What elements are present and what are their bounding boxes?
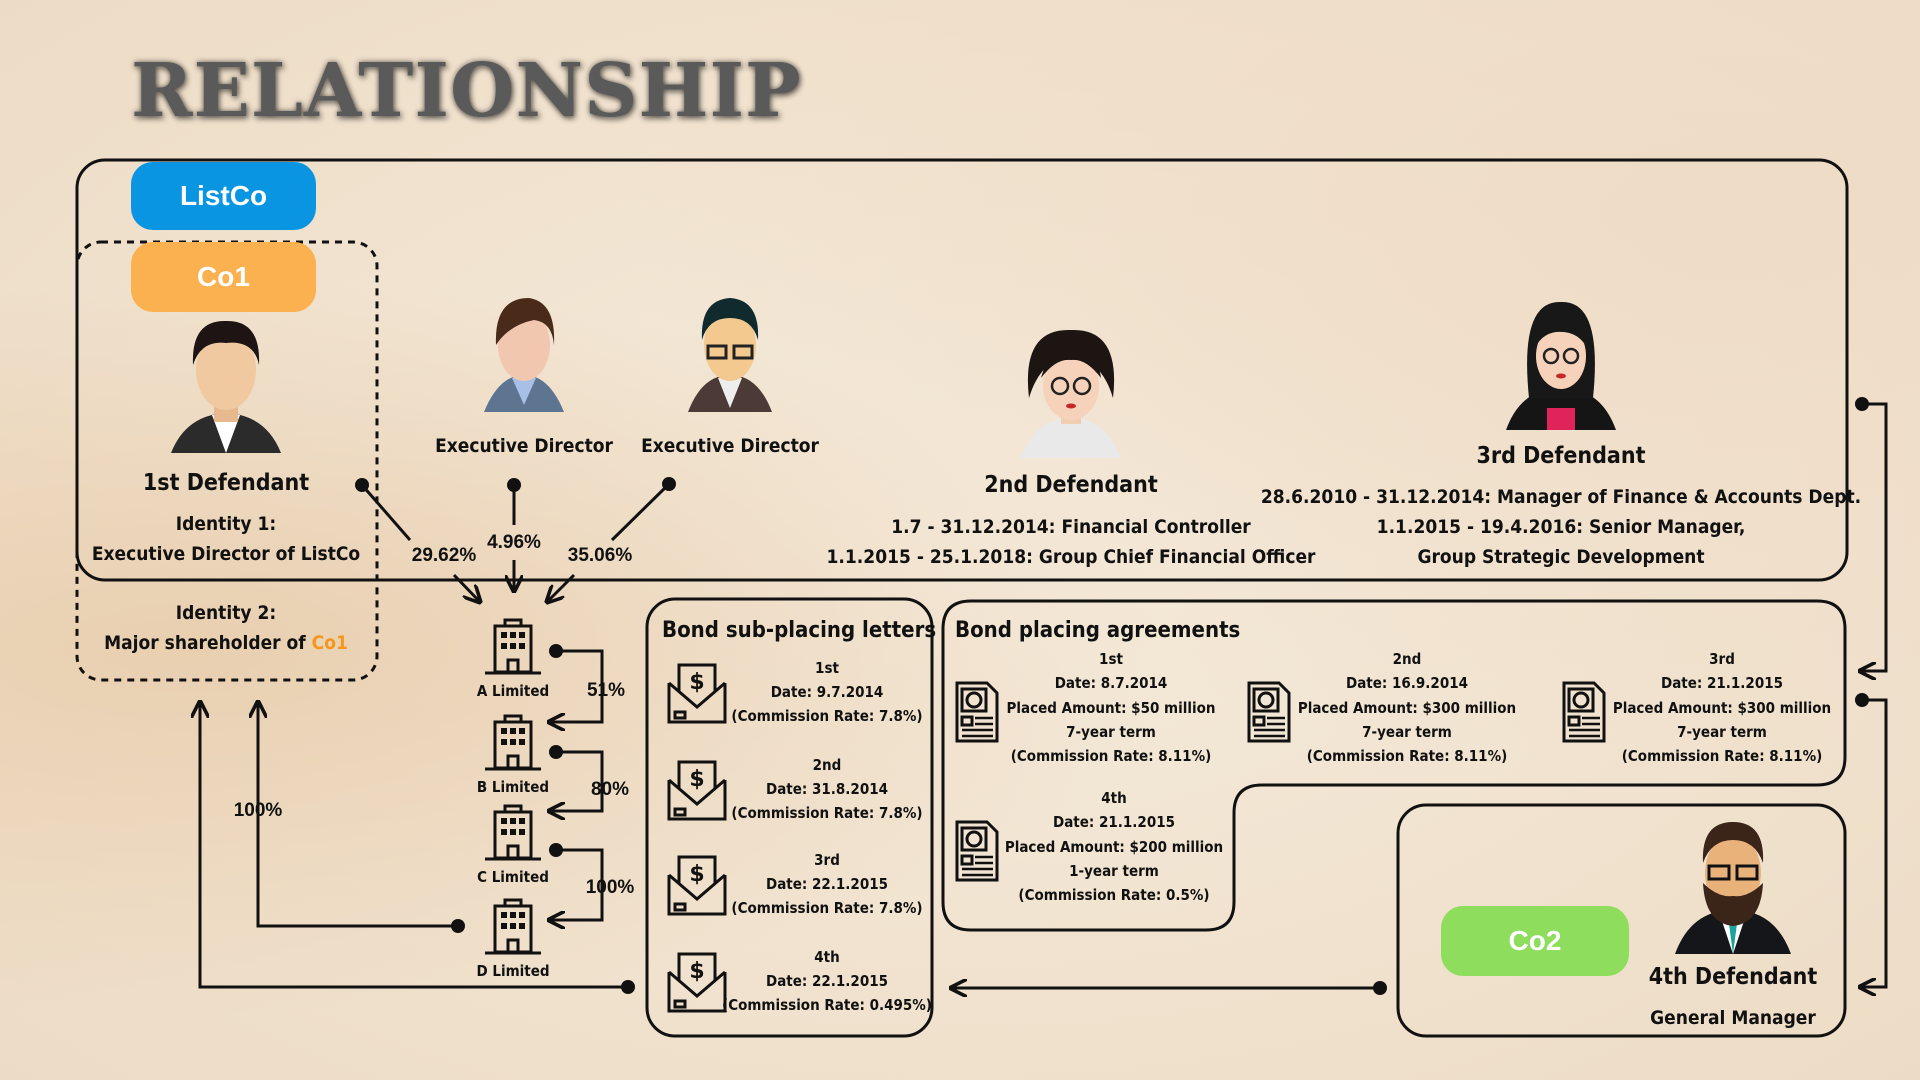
money-envelope-icon: $ [667, 663, 727, 724]
shareholding-d-co1: 100% [233, 800, 283, 821]
placing-rate: (Commission Rate: 8.11%) [1621, 747, 1823, 766]
placing-term: 7-year term [1677, 722, 1767, 741]
sub-placing-date: Date: 22.1.2015 [766, 972, 888, 990]
sub-placing-box [645, 597, 934, 1038]
shareholding-b-c: 80% [590, 779, 630, 800]
placing-date: Date: 16.9.2014 [1346, 674, 1468, 693]
2nd-defendant-role: 1.7 - 31.12.2014: Financial Controller [891, 516, 1251, 538]
co2-badge: Co2 [1441, 906, 1629, 976]
document-icon [1562, 681, 1606, 743]
3rd-defendant-role: 28.6.2010 - 31.12.2014: Manager of Finan… [1260, 486, 1862, 508]
company-name: A Limited [476, 682, 550, 700]
money-envelope-icon: $ [667, 952, 727, 1013]
sub-placing-title: Bond sub-placing letters [662, 618, 937, 643]
building-icon [485, 618, 541, 675]
svg-text:$: $ [689, 959, 704, 984]
money-envelope-icon: $ [667, 855, 727, 916]
co1-dashed-box [75, 240, 379, 682]
sub-placing-ordinal: 1st [815, 659, 839, 677]
placing-ord: 2nd [1392, 650, 1422, 668]
3rd-defendant-role: 1.1.2015 - 19.4.2016: Senior Manager, [1376, 516, 1746, 538]
placing-term: 7-year term [1362, 722, 1452, 741]
placing-title: Bond placing agreements [955, 618, 1241, 643]
shareholding-a-b: 51% [586, 680, 626, 701]
sub-placing-date: Date: 9.7.2014 [770, 683, 884, 701]
placing-rate: (Commission Rate: 8.11%) [1306, 747, 1508, 766]
identity-2-label: Identity 2: [175, 602, 277, 624]
placing-amount: Placed Amount: $300 million [1612, 698, 1832, 717]
placing-amount: Placed Amount: $200 million [1004, 837, 1224, 856]
identity-2-prefix: Major shareholder of [104, 632, 312, 654]
sub-placing-ordinal: 3rd [814, 851, 840, 869]
executive-director-1-name: Executive Director [435, 435, 613, 457]
4th-defendant-name: 4th Defendant [1648, 964, 1818, 990]
company-name: D Limited [476, 962, 550, 980]
placing-rate: (Commission Rate: 0.5%) [1018, 886, 1210, 905]
shareholding-c-d: 100% [585, 877, 635, 898]
co2-box [1396, 803, 1847, 1038]
page-title: RELATIONSHIP [131, 48, 802, 134]
building-icon [485, 898, 541, 955]
sub-placing-ordinal: 4th [814, 948, 840, 966]
building-icon [485, 714, 541, 771]
identity-2-text: Major shareholder of Co1 [104, 632, 348, 654]
identity-2-company: Co1 [311, 632, 348, 654]
placing-amount: Placed Amount: $300 million [1297, 698, 1517, 717]
listco-badge: ListCo [131, 162, 316, 230]
sub-placing-rate: (Commission Rate: 7.8%) [731, 804, 923, 822]
placing-amount: Placed Amount: $50 million [1006, 698, 1216, 717]
placing-ord: 1st [1099, 650, 1123, 668]
money-envelope-icon: $ [667, 760, 727, 821]
3rd-defendant-role: Group Strategic Development [1417, 546, 1705, 568]
document-icon [1247, 681, 1291, 743]
co1-badge: Co1 [131, 242, 316, 312]
sub-placing-date: Date: 22.1.2015 [766, 875, 888, 893]
svg-text:$: $ [689, 862, 704, 887]
2nd-defendant-name: 2nd Defendant [984, 472, 1158, 498]
sub-placing-rate: (Commission Rate: 0.495%) [722, 996, 932, 1014]
placing-term: 1-year term [1069, 861, 1159, 880]
placing-date: Date: 21.1.2015 [1053, 813, 1175, 832]
3rd-defendant-name: 3rd Defendant [1476, 443, 1646, 469]
document-icon [955, 820, 999, 882]
company-name: B Limited [476, 778, 550, 796]
4th-defendant-role: General Manager [1650, 1007, 1816, 1029]
executive-director-2-name: Executive Director [641, 435, 819, 457]
shareholding-ed1: 4.96% [487, 532, 541, 553]
placing-date: Date: 8.7.2014 [1054, 674, 1168, 693]
placing-ord: 3rd [1709, 650, 1735, 668]
identity-1-text: Executive Director of ListCo [91, 543, 361, 565]
sub-placing-ordinal: 2nd [812, 756, 842, 774]
sub-placing-date: Date: 31.8.2014 [766, 780, 888, 798]
placing-rate: (Commission Rate: 8.11%) [1010, 747, 1212, 766]
placing-box [941, 599, 1847, 932]
shareholding-ed2: 35.06% [567, 545, 633, 566]
placing-ord: 4th [1101, 789, 1127, 807]
sub-placing-rate: (Commission Rate: 7.8%) [731, 707, 923, 725]
2nd-defendant-role: 1.1.2015 - 25.1.2018: Group Chief Financ… [826, 546, 1316, 568]
sub-placing-rate: (Commission Rate: 7.8%) [731, 899, 923, 917]
identity-1-label: Identity 1: [175, 513, 277, 535]
placing-term: 7-year term [1066, 722, 1156, 741]
svg-text:$: $ [689, 767, 704, 792]
document-icon [955, 681, 999, 743]
company-name: C Limited [477, 868, 549, 886]
building-icon [485, 804, 541, 861]
shareholding-d1: 29.62% [411, 545, 477, 566]
placing-date: Date: 21.1.2015 [1661, 674, 1783, 693]
1st-defendant-name: 1st Defendant [142, 470, 310, 496]
svg-text:$: $ [689, 670, 704, 695]
